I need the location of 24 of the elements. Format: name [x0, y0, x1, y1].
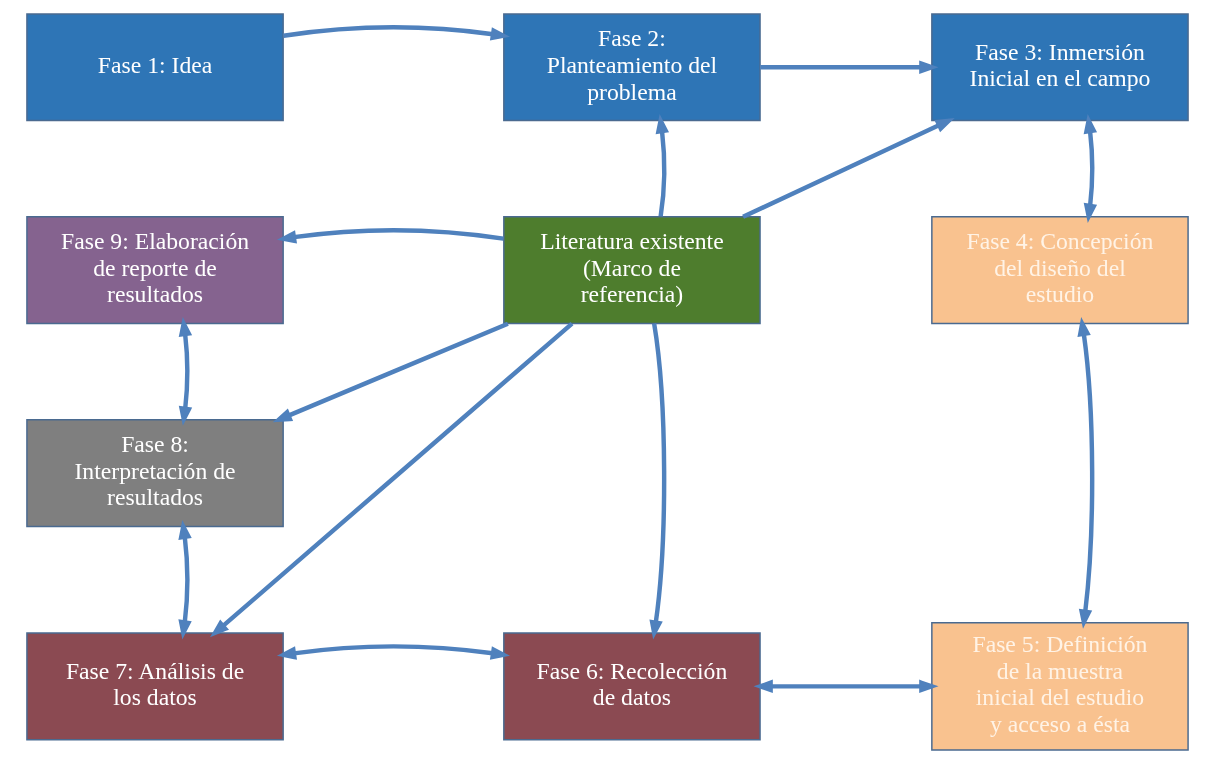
arrow — [741, 117, 955, 219]
node-box: Fase 9: Elaboración de reporte de resultados — [25, 216, 284, 325]
arrow — [276, 644, 510, 660]
arrow — [178, 317, 192, 426]
arrow — [1076, 316, 1094, 629]
arrow — [177, 519, 192, 640]
node-box: Fase 2: Planteamiento del problema — [502, 13, 761, 122]
arrow — [753, 679, 938, 694]
arrow — [282, 25, 510, 41]
arrow — [209, 321, 573, 638]
arrow — [655, 114, 669, 217]
arrow — [759, 60, 938, 75]
node-box: Fase 6: Recolección de datos — [502, 632, 761, 741]
arrow — [1083, 114, 1097, 223]
node-box: Fase 8: Interpretación de resultados — [25, 419, 284, 528]
node-box: Fase 1: Idea — [25, 13, 284, 122]
node-box: Fase 4: Concepción del diseño del estudio — [930, 216, 1189, 325]
arrow — [276, 228, 504, 244]
node-box: Literatura existente (Marco de referencia) — [502, 216, 761, 325]
arrow — [272, 321, 509, 423]
arrow — [648, 323, 666, 640]
node-box: Fase 5: Definición de la muestra inicial del estudio y acceso a ésta — [930, 621, 1189, 751]
node-box: Fase 7: Análisis de los datos — [25, 632, 284, 741]
node-box: Fase 3: Inmersión Inicial en el campo — [930, 13, 1189, 122]
